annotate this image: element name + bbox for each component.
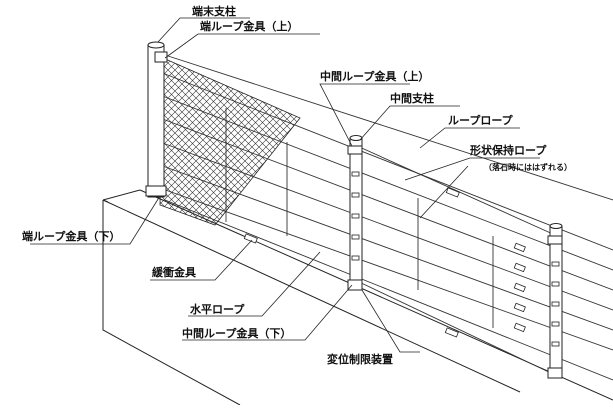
horizontal-ropes (159, 71, 613, 351)
middle-post (347, 135, 363, 291)
label-end-loop-lower: 端ループ金具（下） (22, 230, 121, 243)
label-horizontal-rope: 水平ロープ (190, 303, 245, 316)
label-end-loop-upper: 端ループ金具（上） (200, 20, 299, 33)
label-loop-rope: ループロープ (448, 114, 513, 127)
label-shape-rope: 形状保持ロープ (470, 144, 547, 157)
label-mid-post: 中間支柱 (390, 92, 434, 105)
shape-holding-ropes (286, 142, 494, 328)
label-mid-loop-upper: 中間ループ金具（上） (320, 70, 430, 83)
label-displacement: 変位制限装置 (327, 353, 393, 366)
mesh-net (159, 57, 301, 226)
label-buffer: 緩衝金具 (152, 266, 196, 279)
loop-ropes (164, 54, 613, 381)
rope-clips (351, 171, 560, 347)
label-shape-rope-note: （落石時にははずれる） (484, 163, 572, 172)
label-end-post: 端末支柱 (192, 5, 236, 18)
far-post (547, 223, 563, 379)
end-post (145, 41, 168, 198)
buffer-fittings (243, 187, 526, 338)
leader-lines (30, 17, 540, 353)
label-mid-loop-lower: 中間ループ金具（下） (182, 327, 292, 340)
